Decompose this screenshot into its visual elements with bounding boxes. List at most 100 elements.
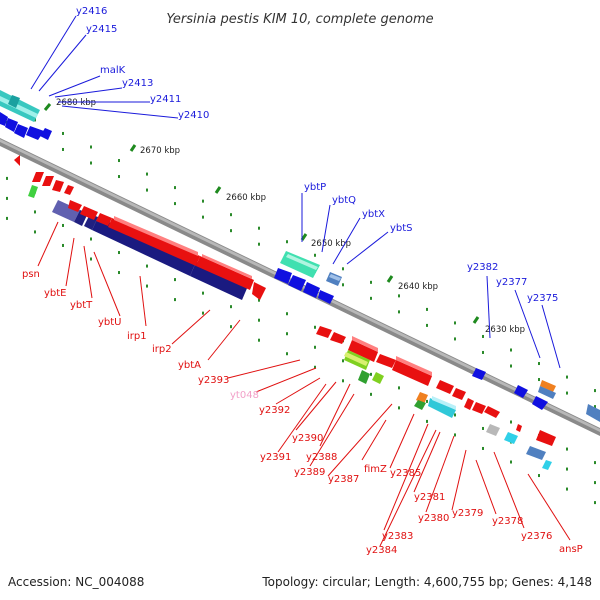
gene-label[interactable]: y2391 [260, 452, 291, 463]
gene-label[interactable]: malK [100, 65, 126, 76]
gene-feature[interactable] [316, 326, 332, 338]
gene-feature[interactable] [68, 200, 82, 212]
gene-label[interactable]: irp1 [127, 331, 147, 342]
gene-feature[interactable] [288, 275, 306, 291]
gene-label[interactable]: irp2 [152, 344, 172, 355]
gene-feature[interactable] [202, 254, 252, 279]
gene-feature[interactable] [8, 95, 20, 108]
gene-label[interactable]: fimZ [364, 464, 387, 475]
gene-feature[interactable] [52, 180, 64, 192]
gene-feature[interactable] [329, 274, 341, 281]
gene-label[interactable]: y2413 [122, 78, 153, 89]
gene-label[interactable]: y2390 [292, 433, 323, 444]
gene-label[interactable]: y2380 [418, 513, 449, 524]
gene-label[interactable]: ybtQ [332, 195, 356, 206]
gene-label[interactable]: y2392 [259, 405, 290, 416]
gene-label[interactable]: y2411 [150, 94, 181, 105]
gene-feature[interactable] [472, 368, 486, 380]
gene-feature[interactable] [516, 424, 522, 432]
gene-feature[interactable] [0, 112, 8, 126]
gene-feature[interactable] [392, 360, 432, 386]
gene-label[interactable]: y2383 [382, 531, 413, 542]
gene-feature[interactable] [542, 460, 552, 470]
gene-feature[interactable] [108, 218, 200, 266]
gene-feature[interactable] [586, 404, 600, 422]
gene-feature[interactable] [274, 268, 292, 284]
gene-feature[interactable] [396, 356, 432, 376]
gene-label[interactable]: ybtU [98, 317, 122, 328]
gene-feature[interactable] [540, 380, 556, 392]
reverse-label-leaders [37, 221, 571, 547]
gene-feature[interactable] [428, 398, 456, 418]
gene-label[interactable]: ansP [559, 544, 583, 555]
gene-feature[interactable] [32, 172, 44, 182]
gene-feature[interactable] [26, 126, 44, 140]
gene-feature[interactable] [303, 282, 320, 298]
gene-feature[interactable] [358, 370, 370, 384]
gene-feature[interactable] [196, 256, 254, 290]
gene-feature[interactable] [344, 352, 368, 366]
gene-feature[interactable] [484, 406, 500, 418]
gene-feature[interactable] [436, 380, 454, 394]
guide-dot [62, 131, 64, 135]
gene-feature[interactable] [504, 432, 518, 444]
gene-label[interactable]: ybtS [390, 223, 413, 234]
gene-label[interactable]: ybtT [70, 300, 93, 311]
gene-feature[interactable] [14, 155, 20, 166]
gene-feature[interactable] [28, 185, 38, 198]
gene-feature[interactable] [486, 424, 500, 436]
gene-label[interactable]: y2415 [86, 24, 117, 35]
gene-feature[interactable] [348, 340, 378, 362]
gene-label[interactable]: y2375 [527, 293, 558, 304]
gene-label[interactable]: ybtA [178, 360, 201, 371]
gene-feature[interactable] [96, 213, 112, 226]
gene-feature[interactable] [252, 282, 266, 300]
gene-label[interactable]: y2416 [76, 6, 107, 17]
gene-label[interactable]: y2385 [390, 468, 421, 479]
gene-feature[interactable] [14, 124, 28, 138]
gene-feature[interactable] [464, 398, 474, 410]
gene-label[interactable]: y2377 [496, 277, 527, 288]
gene-label[interactable]: ybtP [304, 182, 326, 193]
gene-feature[interactable] [372, 372, 384, 384]
gene-label[interactable]: y2410 [178, 110, 209, 121]
gene-feature[interactable] [414, 400, 426, 410]
gene-label[interactable]: y2393 [198, 375, 229, 386]
gene-label[interactable]: y2389 [294, 467, 325, 478]
gene-feature[interactable] [40, 128, 52, 140]
gene-feature[interactable] [376, 354, 396, 368]
gene-feature[interactable] [538, 386, 556, 399]
gene-feature[interactable] [352, 336, 378, 352]
gene-label[interactable]: y2388 [306, 452, 337, 463]
gene-feature[interactable] [114, 216, 198, 256]
gene-feature[interactable] [526, 446, 546, 460]
gene-label[interactable]: y2379 [452, 508, 483, 519]
gene-feature[interactable] [514, 385, 528, 398]
gene-feature[interactable] [190, 262, 248, 300]
guide-dot [6, 196, 8, 200]
gene-label[interactable]: ybtX [362, 209, 385, 220]
gene-label[interactable]: y2387 [328, 474, 359, 485]
gene-label[interactable]: psn [22, 269, 40, 280]
gene-feature[interactable] [472, 402, 486, 414]
gene-feature[interactable] [532, 396, 548, 410]
gene-feature[interactable] [52, 200, 80, 222]
gene-feature[interactable] [64, 185, 74, 195]
gene-feature[interactable] [80, 206, 98, 220]
gene-feature[interactable] [286, 254, 318, 270]
gene-feature[interactable] [92, 217, 196, 276]
gene-feature[interactable] [42, 176, 54, 186]
gene-feature[interactable] [452, 388, 466, 400]
gene-feature[interactable] [318, 290, 334, 304]
gene-label[interactable]: y2378 [492, 516, 523, 527]
gene-label[interactable]: y2382 [467, 262, 498, 273]
gene-feature[interactable] [432, 396, 456, 410]
gene-feature[interactable] [5, 118, 18, 132]
gene-label[interactable]: y2376 [521, 531, 552, 542]
gene-feature[interactable] [330, 332, 346, 344]
gene-label[interactable]: y2384 [366, 545, 397, 556]
gene-label[interactable]: y2381 [414, 492, 445, 503]
gene-label[interactable]: ybtE [44, 288, 67, 299]
gene-feature[interactable] [536, 430, 556, 446]
gene-label[interactable]: yt048 [230, 390, 259, 401]
